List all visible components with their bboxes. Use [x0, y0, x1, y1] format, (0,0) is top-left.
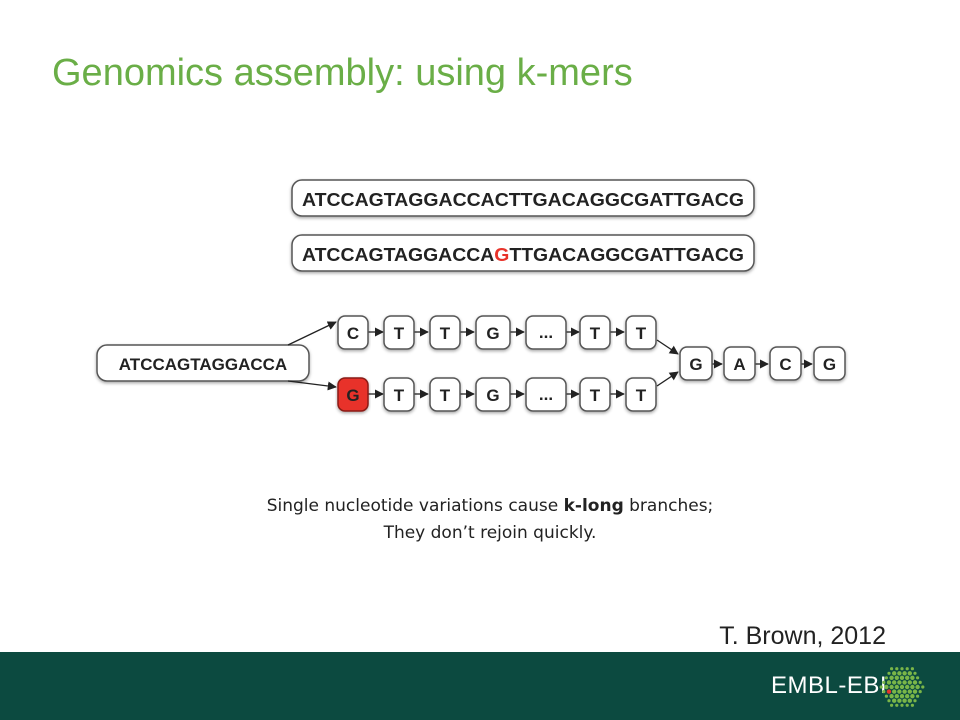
read-1-variant: C [495, 190, 509, 210]
caption-line-2: They don’t rejoin quickly. [383, 523, 597, 543]
top-node-6: T [590, 324, 601, 343]
edge-start-top [287, 321, 337, 346]
read-2-suffix: TTGACAGGCGATTGACG [509, 245, 744, 265]
bottom-node-3: T [440, 386, 451, 405]
slide-title: Genomics assembly: using k-mers [52, 52, 633, 94]
top-node-1: C [347, 324, 359, 343]
merge-node-4: G [823, 355, 836, 374]
bottom-node-1-variant: G [346, 386, 359, 405]
top-node-3: T [440, 324, 451, 343]
bottom-node-5: ... [539, 385, 553, 404]
merge-node-2: A [733, 355, 745, 374]
svg-text:ATCCAGTAGGACCA: ATCCAGTAGGACCA [119, 355, 287, 374]
merge-node-3: C [779, 355, 791, 374]
start-node: ATCCAGTAGGACCA [96, 344, 310, 382]
edge-start-bottom [287, 380, 337, 391]
bottom-node-4: G [486, 386, 499, 405]
top-branch: C T T G ... T T [337, 315, 679, 355]
caption-bold-term: k-long [563, 496, 624, 516]
merge-branch: G A C G [679, 346, 846, 381]
top-node-2: T [394, 324, 405, 343]
embl-ebi-logo-text: EMBL-EBI [771, 672, 888, 699]
top-node-7: T [636, 324, 647, 343]
read-1-suffix: TTGACAGGCGATTGACG [509, 190, 744, 210]
slide-credit: T. Brown, 2012 [719, 622, 886, 650]
merge-node-1: G [689, 355, 702, 374]
read-2-prefix: ATCCAGTAGGACCA [302, 245, 494, 265]
read-2-variant: G [494, 245, 509, 265]
caption-line-1: Single nucleotide variations cause k-lon… [266, 496, 714, 516]
bottom-node-7: T [636, 386, 647, 405]
top-node-4: G [486, 324, 499, 343]
bottom-branch: G T T G ... T T [337, 371, 679, 412]
read-1-prefix: ATCCAGTAGGACCA [302, 190, 495, 210]
top-node-5: ... [539, 323, 553, 342]
footer-bar [0, 652, 960, 720]
hexagon-dots-icon [879, 667, 925, 707]
bottom-node-6: T [590, 386, 601, 405]
slide-caption: Single nucleotide variations cause k-lon… [0, 493, 960, 547]
bottom-node-2: T [394, 386, 405, 405]
